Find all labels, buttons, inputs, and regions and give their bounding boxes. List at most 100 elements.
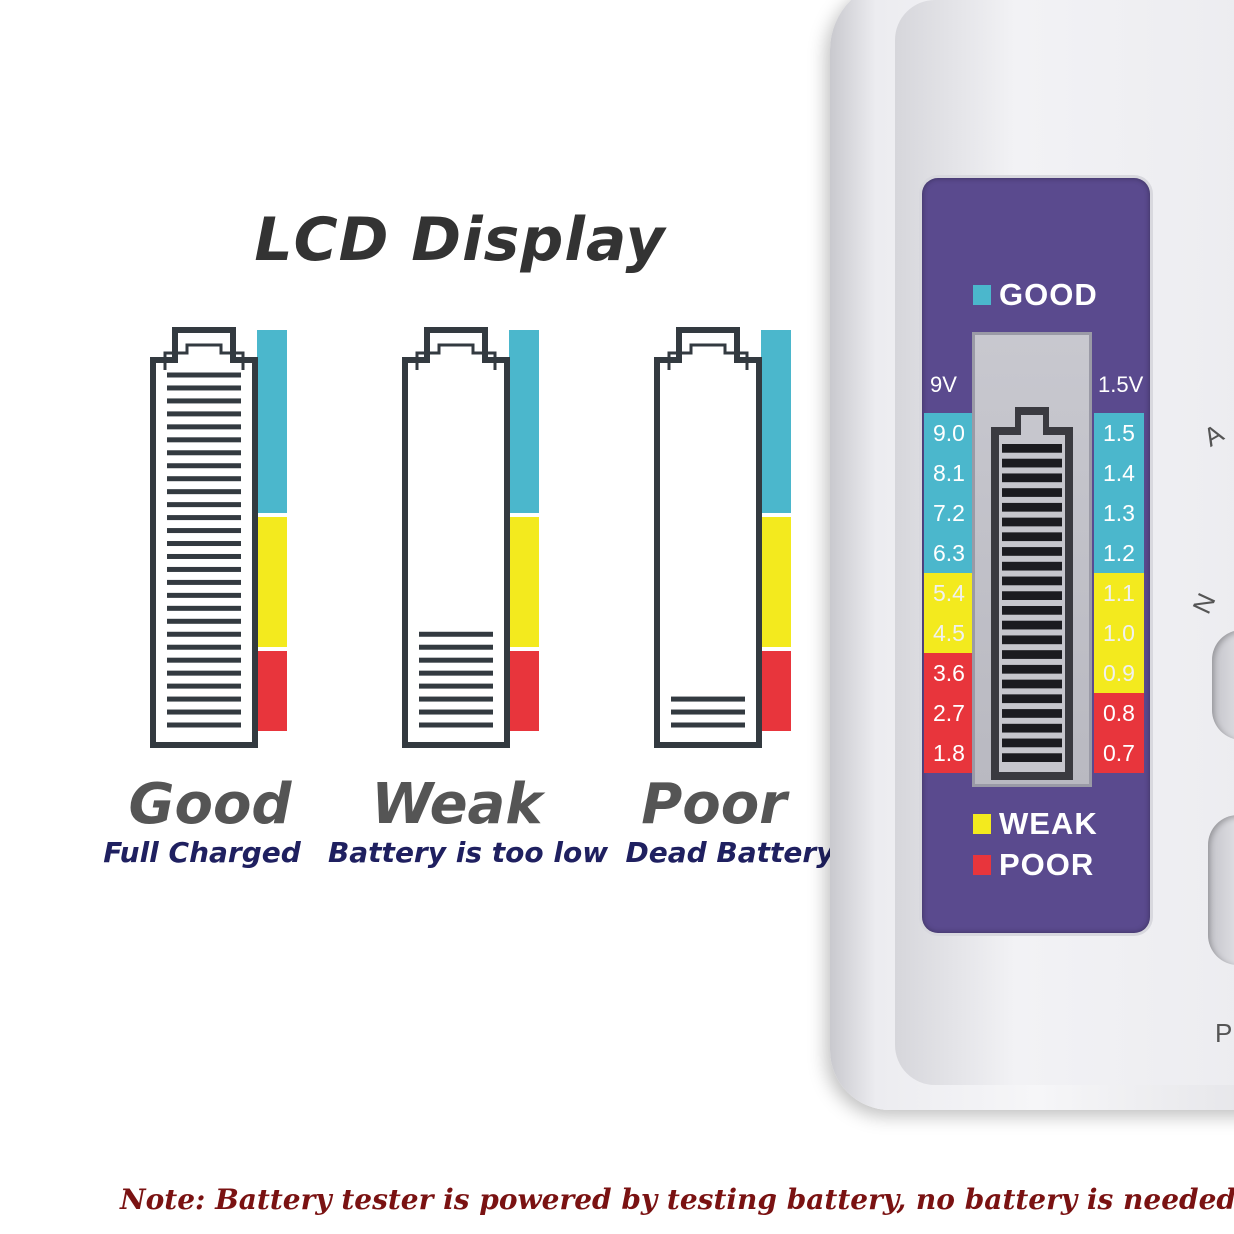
scale-value: 1.1	[1094, 573, 1144, 613]
charge-bar	[167, 722, 241, 728]
charge-bar	[167, 424, 241, 430]
footnote: Note: Battery tester is powered by testi…	[120, 1183, 1234, 1216]
scale-value: 4.5	[924, 613, 974, 653]
charge-bar	[419, 670, 493, 676]
state-weak-description: Battery is too low	[327, 836, 609, 869]
scale-value: 1.4	[1094, 453, 1144, 493]
poor-color-square	[973, 855, 991, 875]
device-slider-knob	[1212, 630, 1234, 740]
battery-outline	[654, 327, 762, 748]
charge-bar	[419, 657, 493, 663]
lcd-screen	[972, 332, 1092, 787]
battery-good-illustration	[145, 325, 305, 750]
lcd-segment	[1002, 444, 1062, 453]
device-marking-p: P	[1215, 1018, 1233, 1048]
scale-value: 7.2	[924, 493, 974, 533]
charge-bar	[167, 553, 241, 559]
lcd-segment	[1002, 679, 1062, 689]
charge-bar	[167, 437, 241, 443]
legend-poor-text: POOR	[999, 847, 1095, 882]
lcd-segment	[1002, 547, 1062, 556]
charge-bar	[167, 618, 241, 624]
lcd-display-title: LCD Display	[254, 205, 666, 275]
scale-value: 0.8	[1094, 693, 1144, 733]
scale-value: 1.5	[1094, 413, 1144, 453]
charge-bar	[671, 722, 745, 728]
scale-value: 5.4	[924, 573, 974, 613]
good-strip	[509, 330, 539, 513]
lcd-segment	[1002, 753, 1062, 762]
lcd-segment	[1002, 709, 1062, 718]
lcd-segment	[1002, 606, 1062, 615]
lcd-segment	[1002, 458, 1062, 468]
charge-bar	[167, 489, 241, 495]
charge-bar	[167, 515, 241, 521]
lcd-segment	[1002, 488, 1062, 497]
battery-poor-svg	[654, 327, 791, 748]
lcd-segment	[1002, 473, 1062, 483]
battery-cap-inner	[667, 343, 749, 370]
state-weak-label: Weak	[371, 772, 543, 837]
charge-bar	[167, 463, 241, 469]
weak-strip	[509, 517, 539, 647]
battery-outline	[402, 327, 510, 748]
lcd-segment	[1002, 694, 1062, 704]
charge-bar	[419, 696, 493, 702]
scale-value: 9.0	[924, 413, 974, 453]
good-strip	[257, 330, 287, 513]
charge-bar	[167, 709, 241, 715]
scale-value: 1.8	[924, 733, 974, 773]
charge-bar	[167, 670, 241, 676]
state-poor-label: Poor	[641, 772, 787, 837]
battery-weak-svg	[402, 327, 539, 748]
device-slider-track	[1208, 815, 1234, 965]
lcd-segment	[1002, 664, 1062, 674]
good-strip	[761, 330, 791, 513]
scale-header-9v: 9V	[930, 372, 957, 397]
charge-bar	[671, 696, 745, 702]
charge-bar	[167, 528, 241, 534]
scale-value: 1.2	[1094, 533, 1144, 573]
weak-color-square	[973, 814, 991, 834]
scale-header-1-5v: 1.5V	[1098, 372, 1144, 397]
legend-good: GOOD	[973, 277, 1098, 313]
scale-value: 6.3	[924, 533, 974, 573]
charge-bar	[419, 722, 493, 728]
charge-bar	[167, 631, 241, 637]
charge-bar	[167, 579, 241, 585]
charge-bar	[167, 605, 241, 611]
battery-poor-illustration	[649, 325, 809, 750]
charge-bar	[167, 502, 241, 508]
battery-cap-inner	[415, 343, 497, 370]
lcd-segment	[1002, 576, 1062, 586]
legend-poor: POOR	[973, 847, 1094, 883]
charge-bar	[167, 644, 241, 650]
scale-value: 1.3	[1094, 493, 1144, 533]
battery-outline	[150, 327, 258, 748]
charge-bar	[167, 450, 241, 456]
legend-weak-text: WEAK	[999, 806, 1098, 841]
charge-bar	[419, 683, 493, 689]
charge-bar	[167, 385, 241, 391]
scale-value: 0.7	[1094, 733, 1144, 773]
lcd-segment	[1002, 517, 1062, 527]
battery-weak-illustration	[397, 325, 557, 750]
state-poor-description: Dead Battery	[625, 836, 835, 869]
charge-bar	[167, 566, 241, 572]
state-good-label: Good	[128, 772, 292, 837]
charge-bar	[167, 657, 241, 663]
charge-bar	[167, 592, 241, 598]
lcd-segment	[1002, 650, 1062, 659]
charge-bar	[167, 541, 241, 547]
lcd-segment	[1002, 723, 1062, 733]
battery-cap-inner	[163, 343, 245, 370]
scale-value: 8.1	[924, 453, 974, 493]
lcd-segment	[1002, 561, 1062, 571]
legend-good-text: GOOD	[999, 277, 1098, 312]
state-good-description: Full Charged	[103, 836, 301, 869]
scale-value: 3.6	[924, 653, 974, 693]
lcd-segment	[1002, 738, 1062, 748]
charge-bar	[671, 709, 745, 715]
weak-strip	[257, 517, 287, 647]
